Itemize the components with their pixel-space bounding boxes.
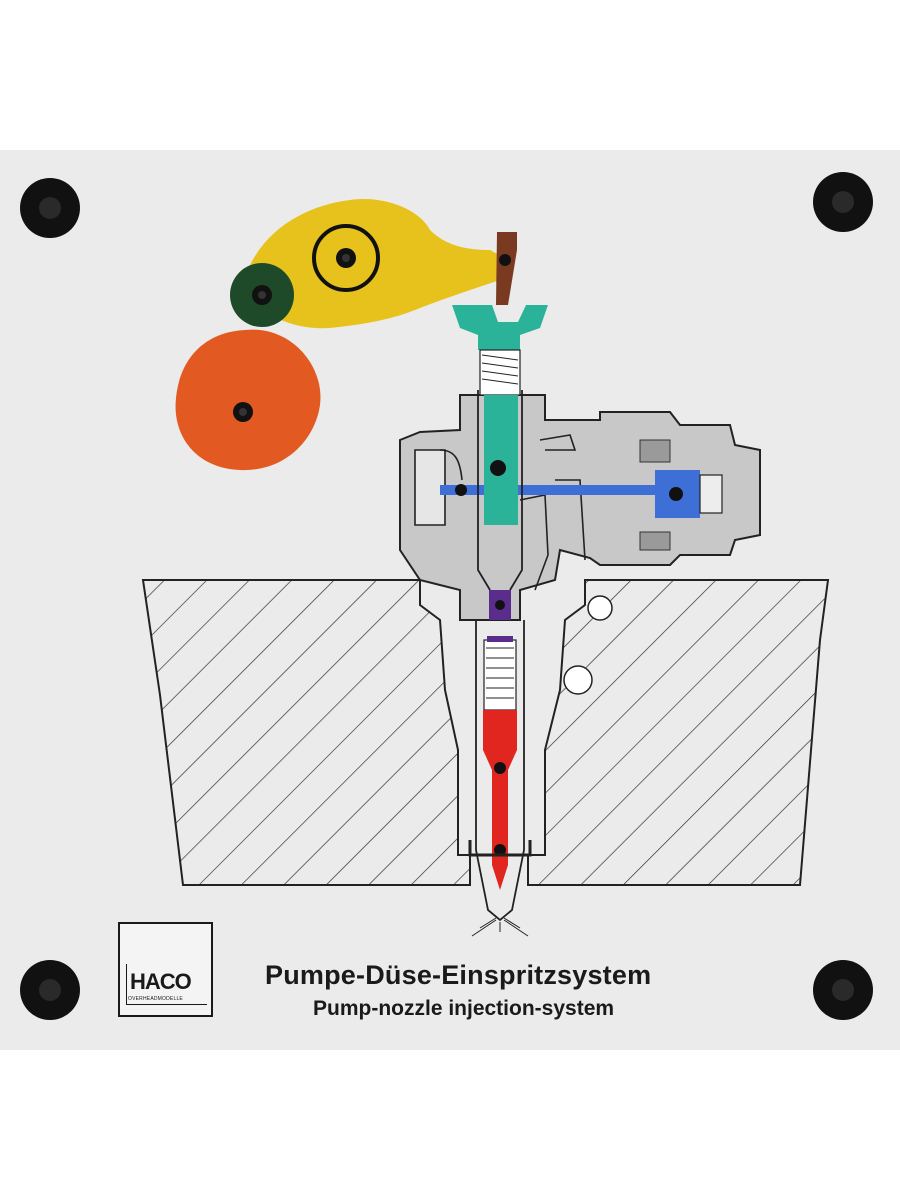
check-valve (489, 590, 511, 620)
logo-frame (126, 964, 207, 1005)
cylinder-head-left (141, 579, 471, 886)
solenoid-lower-mesh (639, 531, 671, 551)
title-english: Pump-nozzle injection-system (313, 997, 615, 1020)
solenoid-upper-mesh (639, 439, 671, 463)
pump-nozzle-diagram (20, 172, 873, 1020)
pump-bore (477, 390, 523, 591)
corner-screw-bottom-right (813, 960, 873, 1020)
pump-plunger (452, 305, 548, 525)
rocker-roller (230, 263, 294, 327)
fuel-supply-channel (440, 470, 723, 518)
rocker-arm (250, 199, 505, 329)
housing-inner-lines (414, 434, 586, 591)
title-block: Pumpe-Düse-Einspritzsystem Pump-nozzle i… (265, 960, 785, 1021)
haco-logo: HACO OVERHEADMODELLE (118, 922, 213, 1017)
title-german: Pumpe-Düse-Einspritzsystem (265, 960, 652, 990)
nozzle-spring (483, 636, 517, 711)
nozzle-needle (483, 710, 517, 890)
fuel-return-ports (563, 595, 613, 695)
corner-screw-bottom-left (20, 960, 80, 1020)
spray-jet (471, 917, 529, 937)
nozzle-body (468, 620, 532, 922)
cylinder-head-right (527, 579, 830, 886)
logo-text: HACO (130, 969, 192, 994)
corner-screw-top-right (813, 172, 873, 232)
camshaft-cam (175, 329, 321, 471)
model-board: HACO OVERHEADMODELLE Pumpe-Düse-Einsprit… (0, 150, 900, 1050)
adjusting-screw (496, 232, 517, 305)
logo-subtext: OVERHEADMODELLE (128, 996, 183, 1002)
corner-screw-top-left (20, 178, 80, 238)
